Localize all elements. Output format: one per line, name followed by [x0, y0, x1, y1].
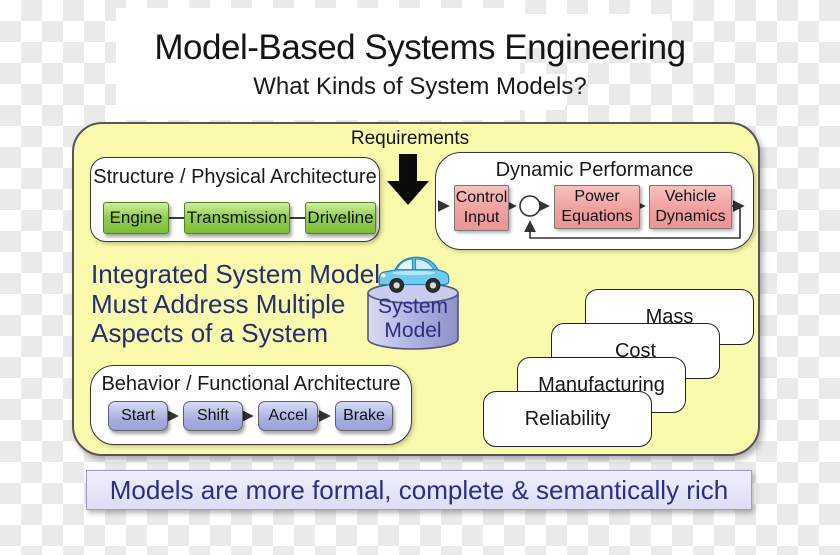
dynamic-block-vehicle-dynamics: Vehicle Dynamics	[649, 185, 732, 229]
footer-banner: Models are more formal, complete & seman…	[86, 470, 752, 510]
structure-block-driveline: Driveline	[305, 202, 376, 234]
summing-junction-icon	[519, 195, 541, 217]
dynamic-block-control-input: Control Input	[454, 185, 509, 231]
system-model-label-line2: Model	[384, 319, 442, 342]
system-models-panel: Requirements Structure / Physical Archit…	[72, 122, 760, 456]
system-model-label: System Model	[365, 295, 461, 343]
behavior-block-accel: Accel	[258, 401, 318, 431]
background-white-patch	[520, 74, 565, 110]
system-model-label-line1: System	[377, 295, 448, 318]
page-title: Model-Based Systems Engineering	[154, 28, 686, 67]
behavior-block-shift: Shift	[183, 401, 243, 431]
integrated-system-note: Integrated System Model Must Address Mul…	[91, 259, 381, 349]
dynamic-performance-title: Dynamic Performance	[495, 159, 694, 181]
dynamic-block-power-equations: Power Equations	[554, 185, 640, 229]
behavior-arrow-lines	[166, 410, 331, 422]
structure-connector-lines	[169, 217, 305, 219]
background-white-patch	[520, 14, 670, 48]
car-icon	[378, 256, 450, 293]
behavior-architecture-title: Behavior / Functional Architecture	[101, 373, 401, 395]
aspect-card-reliability: Reliability	[483, 391, 652, 447]
structure-block-transmission: Transmission	[184, 202, 290, 234]
integrated-note-line3: Aspects of a System	[91, 318, 328, 348]
footer-message: Models are more formal, complete & seman…	[109, 474, 729, 505]
behavior-block-brake: Brake	[335, 401, 393, 431]
page-subtitle: What Kinds of System Models?	[253, 73, 587, 100]
background-white-patch	[116, 8, 520, 120]
integrated-note-line1: Integrated System Model	[91, 259, 381, 289]
structure-architecture-box: Structure / Physical Architecture Engine…	[90, 157, 380, 242]
integrated-note-line2: Must Address Multiple	[91, 288, 346, 319]
structure-block-engine: Engine	[103, 202, 169, 234]
requirements-label: Requirements	[350, 128, 470, 149]
structure-architecture-title: Structure / Physical Architecture	[93, 166, 377, 188]
behavior-architecture-box: Behavior / Functional Architecture Start…	[90, 365, 412, 445]
signal-flow-diagram	[437, 195, 745, 239]
dynamic-performance-box: Dynamic Performance Control Input Power …	[435, 152, 754, 250]
behavior-block-start: Start	[108, 401, 168, 431]
down-arrow-icon	[387, 154, 429, 205]
